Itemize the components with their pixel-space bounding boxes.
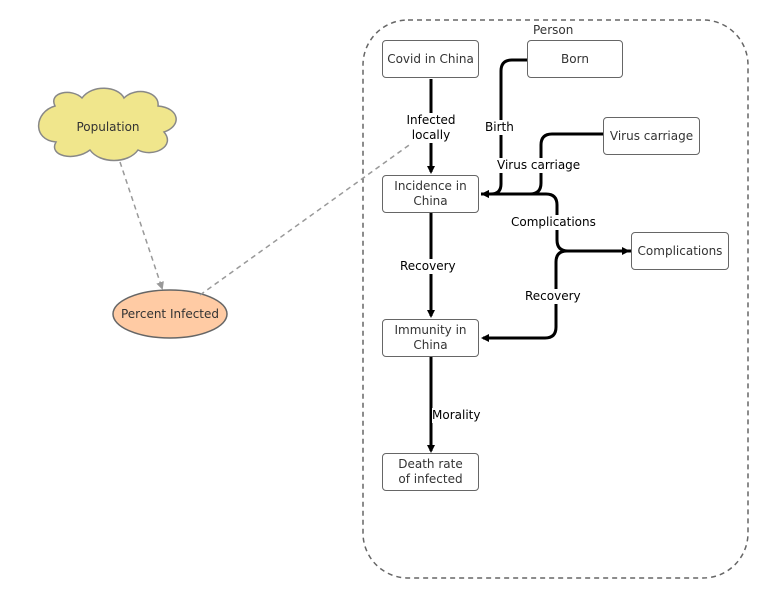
stock-virus-carriage[interactable]: Virus carriage (603, 117, 700, 155)
stock-incidence-in-china[interactable]: Incidence in China (382, 175, 479, 213)
flow-label-recovery-side: Recovery (525, 289, 581, 304)
flow-label-virus-carriage: Virus carriage (497, 158, 581, 173)
population-cloud (38, 87, 177, 162)
stock-born[interactable]: Born (527, 40, 623, 78)
person-group-border (362, 19, 749, 579)
population-label: Population (76, 120, 140, 134)
stock-covid-in-china[interactable]: Covid in China (382, 40, 479, 78)
link-percent-to-incidence (199, 142, 413, 296)
flow-label-recovery-main: Recovery (400, 259, 456, 274)
group-title: Person (533, 23, 574, 37)
stock-death-rate-of-infected[interactable]: Death rate of infected (382, 453, 479, 491)
percent-infected-label: Percent Infected (120, 307, 220, 321)
flow-label-infected-locally: Infected locally (396, 113, 466, 143)
link-population-to-percent (119, 161, 164, 290)
flow-label-complications: Complications (511, 215, 596, 230)
percent-infected-ellipse (112, 289, 228, 339)
stock-complications[interactable]: Complications (631, 232, 729, 270)
flow-label-morality: Morality (432, 408, 481, 423)
flow-label-birth: Birth (485, 120, 514, 135)
stock-immunity-in-china[interactable]: Immunity in China (382, 319, 479, 357)
